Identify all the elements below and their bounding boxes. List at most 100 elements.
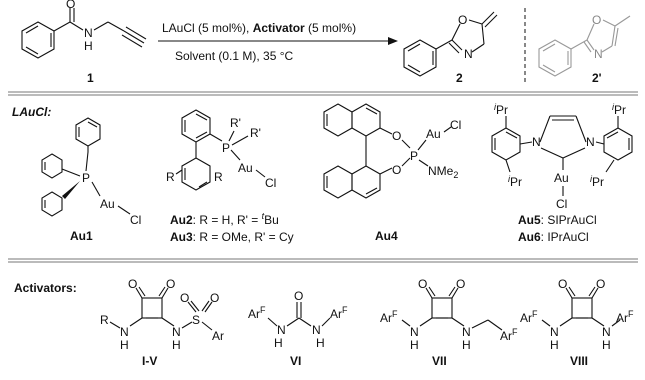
svg-text:ArF: ArF	[500, 327, 518, 343]
atom-Au: Au	[238, 161, 253, 175]
atom-P: P	[222, 141, 230, 155]
conditions-part-a: LAuCl (5 mol%),	[162, 21, 253, 35]
atom-R-prime: R'	[250, 126, 261, 140]
catalyst-au4: O O P Au Cl NMe2 Au4	[323, 103, 461, 243]
atom-S: S	[192, 313, 200, 327]
svg-text:ArF: ArF	[248, 305, 266, 321]
svg-text:iPr: iPr	[590, 174, 604, 189]
atom-O: O	[592, 13, 601, 27]
atom-N: N	[120, 325, 129, 339]
svg-text:Au2: R = H, R' = tBu: Au2: R = H, R' = tBu	[170, 211, 279, 227]
atom-R-prime: R'	[230, 116, 241, 130]
atom-Pr: Pr	[614, 103, 626, 117]
atom-O: O	[128, 277, 137, 291]
atom-F-superscript: F	[532, 309, 538, 319]
au2-name: Au2	[170, 213, 193, 227]
svg-text:iPr: iPr	[494, 102, 508, 117]
catalyst-au1: P Au Cl Au1	[41, 117, 141, 243]
atom-H: H	[550, 338, 559, 352]
atom-R: R	[214, 170, 223, 184]
atom-Ar: Ar	[212, 329, 224, 343]
au1-label: Au1	[70, 229, 93, 243]
conditions-line-2: Solvent (0.1 M), 35 °C	[175, 49, 294, 63]
atom-N: N	[312, 323, 321, 337]
atom-Ar: Ar	[500, 329, 512, 343]
atom-O: O	[66, 0, 75, 11]
atom-O: O	[210, 291, 219, 305]
svg-text:Au6: IPrAuCl: Au6: IPrAuCl	[518, 230, 589, 244]
substrate-label: 1	[87, 71, 94, 85]
atom-P: P	[410, 149, 418, 163]
atom-Ar: Ar	[520, 311, 532, 325]
atom-N: N	[277, 323, 286, 337]
atom-H: H	[172, 338, 181, 352]
activators-title: Activators:	[14, 281, 77, 295]
side-product-label: 2'	[592, 71, 602, 85]
catalysts-title: LAuCl:	[12, 105, 51, 119]
atom-F-superscript: F	[512, 327, 518, 337]
atom-O: O	[180, 291, 189, 305]
atom-i: i	[612, 102, 615, 112]
au3-desc: : R = OMe, R' = Cy	[193, 230, 294, 244]
svg-text:ArF: ArF	[380, 309, 398, 325]
atom-F-superscript: F	[392, 309, 398, 319]
activator-VIII: O O N H ArF N H ArF VIII	[520, 277, 634, 368]
conditions-part-c: (5 mol%)	[305, 21, 356, 35]
svg-text:Au3: R = OMe, R' = Cy: Au3: R = OMe, R' = Cy	[170, 230, 294, 244]
atom-R: R	[166, 170, 175, 184]
au2-desc-sup: t	[262, 211, 265, 221]
atom-N: N	[532, 135, 541, 149]
atom-N: N	[462, 325, 471, 339]
atom-O: O	[458, 13, 467, 27]
au6-desc: : IPrAuCl	[541, 230, 589, 244]
product-2: O N 2	[403, 11, 498, 85]
au5-name: Au5	[518, 213, 541, 227]
atom-H: H	[602, 338, 611, 352]
atom-Cl: Cl	[556, 197, 567, 211]
atom-R: R	[100, 313, 109, 327]
au4-label: Au4	[375, 229, 398, 243]
svg-text:ArF: ArF	[330, 305, 348, 321]
atom-O: O	[166, 277, 175, 291]
atom-i: i	[494, 102, 497, 112]
atom-i: i	[508, 174, 511, 184]
activator-VIII-label: VIII	[570, 354, 588, 368]
activator-I-V-label: I-V	[142, 354, 157, 368]
svg-text:NMe2: NMe2	[428, 164, 458, 180]
atom-Au: Au	[554, 171, 569, 185]
atom-Ar: Ar	[248, 307, 260, 321]
atom-Cl: Cl	[450, 118, 461, 132]
atom-Cl: Cl	[130, 213, 141, 227]
atom-F-superscript: F	[260, 305, 266, 315]
atom-F-superscript: F	[342, 305, 348, 315]
atom-Pr: Pr	[510, 175, 522, 189]
atom-NMe: NMe	[428, 164, 454, 178]
atom-H: H	[316, 336, 325, 350]
atom-O: O	[392, 163, 401, 177]
atom-O: O	[418, 277, 427, 291]
svg-text:iPr: iPr	[612, 102, 626, 117]
atom-N: N	[464, 47, 473, 61]
atom-P: P	[82, 171, 90, 185]
activator-VI-label: VI	[290, 354, 301, 368]
au2-desc-b: Bu	[264, 213, 279, 227]
atom-O: O	[456, 277, 465, 291]
au5-desc: : SIPrAuCl	[541, 213, 597, 227]
atom-N: N	[586, 135, 595, 149]
atom-Cl: Cl	[265, 176, 276, 190]
catalyst-au5-au6: N N Au Cl iPr iPr iPr iPr Au5: SIPrAuCl …	[491, 102, 633, 244]
atom-N: N	[602, 325, 611, 339]
atom-Ar: Ar	[330, 307, 342, 321]
side-product-2prime: O N 2'	[538, 13, 631, 85]
atom-N: N	[550, 325, 559, 339]
atom-Ar: Ar	[616, 311, 628, 325]
atom-Pr: Pr	[496, 103, 508, 117]
atom-i: i	[590, 174, 593, 184]
svg-text:ArF: ArF	[616, 309, 634, 325]
atom-H: H	[274, 336, 283, 350]
atom-O: O	[392, 129, 401, 143]
svg-text:ArF: ArF	[520, 309, 538, 325]
au3-name: Au3	[170, 230, 193, 244]
product-label: 2	[456, 71, 463, 85]
